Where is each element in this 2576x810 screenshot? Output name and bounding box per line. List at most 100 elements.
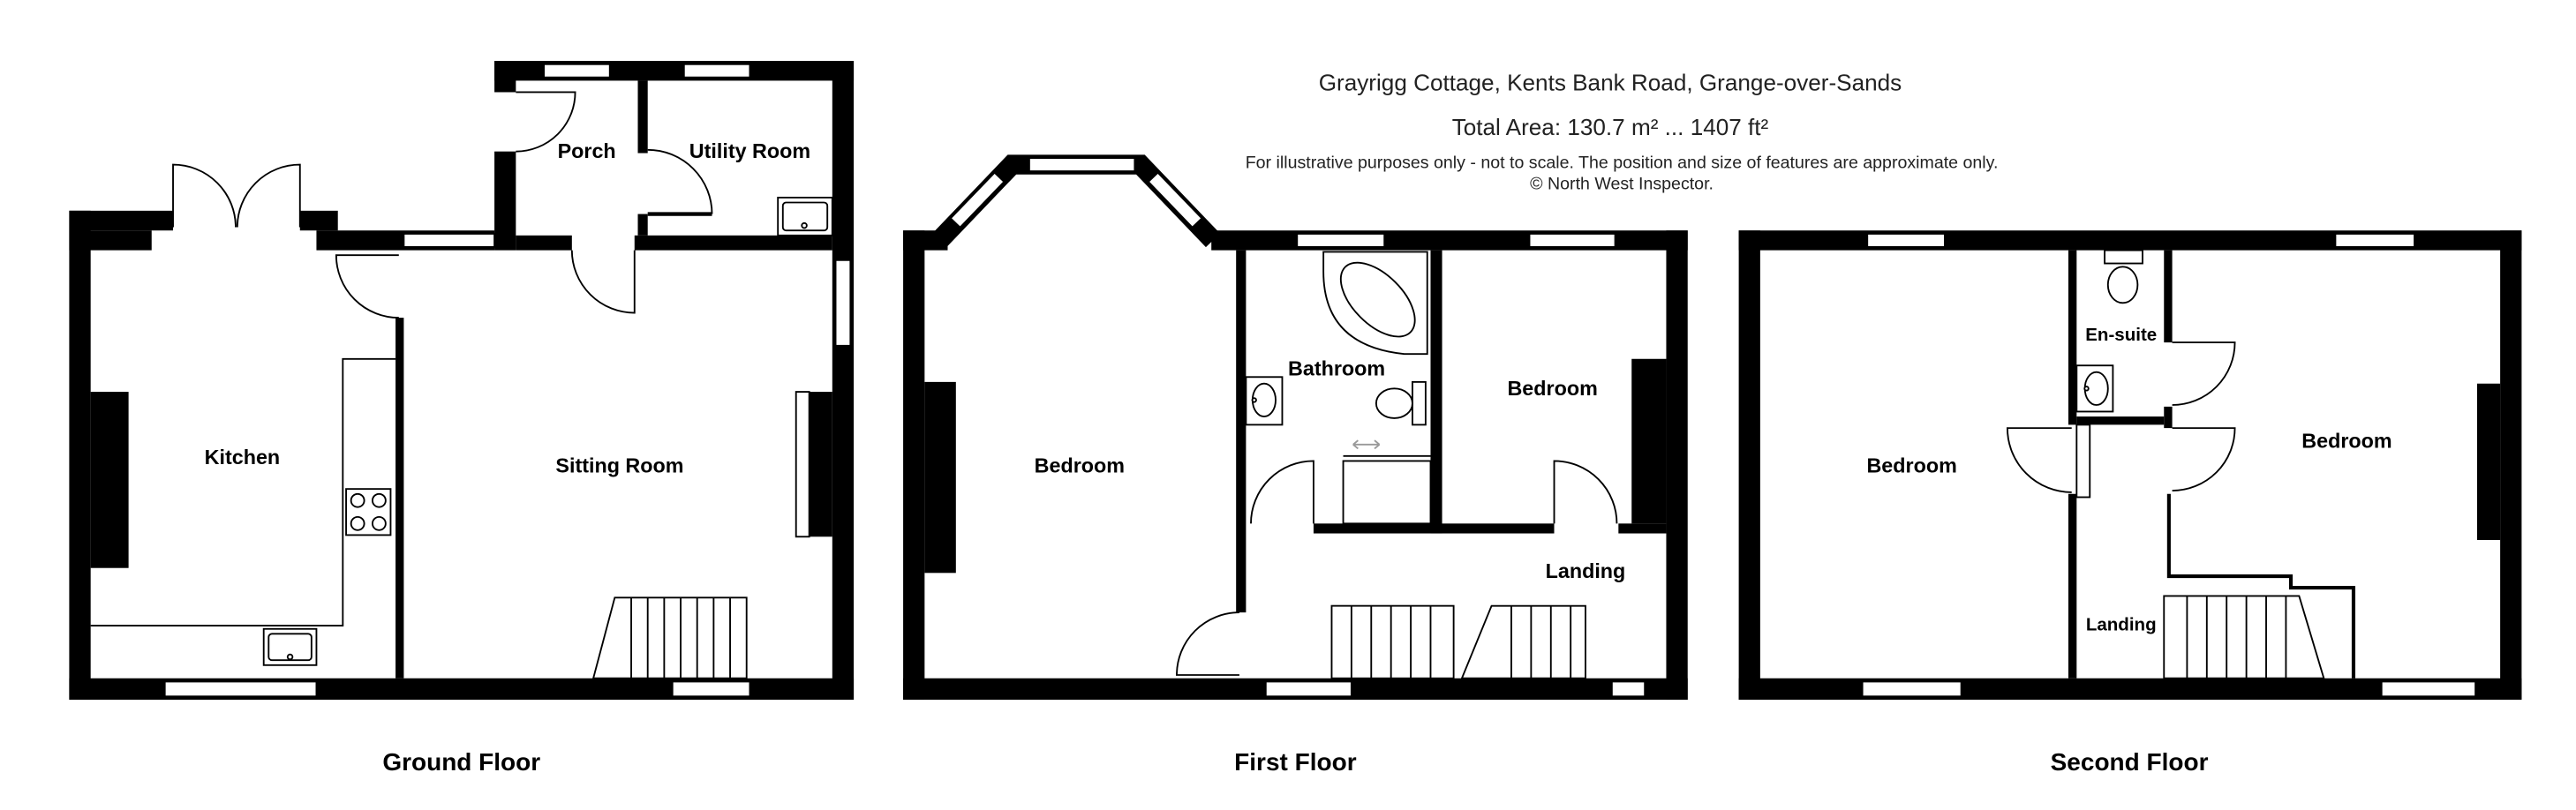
en-suite-east-wall-upper: [2164, 250, 2173, 343]
second-right-wall: [2500, 230, 2522, 700]
first-floor-doors: [1176, 460, 1618, 676]
floor-title-ground: Ground Floor: [382, 748, 540, 776]
room-label-first-bedroom-west: Bedroom: [1035, 454, 1125, 477]
second-bedroom-east-top-window: [2334, 233, 2415, 248]
bathroom-window: [1296, 233, 1386, 248]
first-floor-plan: Bedroom Bathroom Bedroom Landing First F…: [903, 154, 1688, 776]
first-left-wall: [903, 230, 925, 700]
first-floor-windows: [952, 159, 1646, 698]
ground-floor-labels: Kitchen Sitting Room Porch Utility Room …: [205, 139, 810, 776]
kitchen-bottom-window: [163, 680, 318, 698]
bay-window-right: [1149, 173, 1201, 227]
room-label-utility-room: Utility Room: [689, 139, 810, 162]
bay-window-left: [952, 173, 1004, 227]
porch-left-wall-lower: [494, 151, 516, 251]
plan-header: Grayrigg Cottage, Kents Bank Road, Grang…: [1246, 70, 1999, 194]
landing-small-window: [1610, 680, 1646, 698]
ground-floor-plan: Kitchen Sitting Room Porch Utility Room …: [69, 61, 855, 776]
second-floor-staircase: [2163, 595, 2325, 679]
porch-utility-partition-lower: [637, 214, 648, 236]
west-bedroom-partition-upper: [2068, 250, 2077, 425]
ground-floor-doors: [172, 91, 713, 319]
west-bedroom-partition-lower: [2068, 493, 2077, 679]
kitchen-left-wall: [69, 210, 91, 700]
first-right-chimney-breast: [1631, 358, 1667, 524]
en-suite-door: [2172, 341, 2236, 406]
second-floor-doors: [2006, 341, 2236, 499]
room-label-kitchen: Kitchen: [205, 446, 281, 469]
bedroom-bathroom-partition: [1236, 250, 1247, 613]
second-floor-labels: Bedroom En-suite Bedroom Landing Second …: [1866, 325, 2391, 776]
floor-title-second: Second Floor: [2051, 748, 2209, 776]
second-floor-plan: Bedroom En-suite Bedroom Landing Second …: [1738, 230, 2522, 776]
second-bedroom-west-door: [2006, 427, 2072, 493]
utility-sink-icon: [777, 196, 833, 236]
kitchen-top-wall-right: [299, 210, 338, 231]
porch-utility-partition: [637, 80, 648, 154]
en-suite-bottom-wall: [2076, 416, 2165, 425]
first-floor-fixtures: [1245, 251, 1586, 679]
room-label-en-suite: En-suite: [2085, 325, 2157, 345]
total-area: Total Area: 130.7 m² ... 1407 ft²: [1452, 114, 1769, 140]
sitting-room-chimney-breast: [807, 392, 832, 537]
french-door-left: [172, 163, 237, 228]
porch-to-sitting-door: [570, 250, 636, 314]
first-bedroom-west-door: [1176, 611, 1239, 676]
bathroom-toilet-icon: [1375, 380, 1427, 426]
bathroom-bedroom-partition: [1430, 250, 1442, 534]
kitchen-top-window: [403, 233, 496, 248]
ground-floor-fixtures: [90, 196, 833, 679]
landing-window: [1264, 680, 1352, 698]
bathroom-door: [1250, 460, 1314, 524]
landing-top-wall-right: [1618, 523, 1667, 534]
first-bedroom-east-window: [1528, 233, 1616, 248]
room-label-bathroom: Bathroom: [1288, 356, 1385, 379]
second-bedroom-east-bottom-window: [2380, 680, 2477, 698]
floor-title-first: First Floor: [1234, 748, 1357, 776]
landing-stair-enclosure: [2166, 493, 2356, 679]
room-label-first-landing: Landing: [1546, 559, 1626, 582]
kitchen-top-wall-left-step: [69, 230, 152, 251]
first-floor-labels: Bedroom Bathroom Bedroom Landing First F…: [1035, 356, 1626, 776]
corner-bath-icon: [1322, 251, 1428, 356]
sitting-room-bottom-window: [671, 680, 751, 698]
kitchen-top-wall-left: [69, 210, 174, 231]
ground-floor-staircase: [591, 596, 748, 679]
hob-icon: [345, 488, 392, 536]
porch-left-wall-upper: [494, 61, 516, 93]
kitchen-worktop: [90, 357, 396, 626]
porch-window: [543, 63, 611, 79]
shower-direction-arrow-icon: [1352, 439, 1381, 450]
first-floor-staircase-lower: [1330, 604, 1455, 679]
room-label-second-bedroom-west: Bedroom: [1866, 454, 1956, 477]
room-label-porch: Porch: [558, 139, 616, 162]
room-label-first-bedroom-east: Bedroom: [1507, 377, 1597, 400]
ground-right-wall: [832, 61, 855, 700]
room-label-second-bedroom-east: Bedroom: [2301, 430, 2391, 453]
second-floor-fixtures: [2075, 249, 2325, 679]
room-label-second-landing: Landing: [2086, 615, 2157, 635]
second-left-wall: [1738, 230, 1760, 700]
landing-top-wall: [1313, 523, 1555, 534]
sitting-room-side-window: [834, 259, 852, 347]
disclaimer-text: For illustrative purposes only - not to …: [1246, 153, 1999, 172]
sitting-room-hearth: [795, 391, 810, 538]
first-bedroom-chimney-breast: [924, 381, 956, 574]
kitchen-to-sitting-door: [335, 254, 399, 319]
kitchen-chimney-breast: [90, 392, 129, 568]
utility-door-swing: [647, 148, 713, 214]
second-bedroom-east-door: [2172, 427, 2236, 491]
ground-floor-windows: [163, 63, 852, 698]
property-address: Grayrigg Cottage, Kents Bank Road, Grang…: [1319, 70, 1902, 96]
first-bedroom-east-door: [1553, 460, 1618, 524]
second-bedroom-west-top-window: [1866, 233, 1946, 248]
shower-tray-icon: [1342, 454, 1432, 525]
en-suite-toilet-icon: [2104, 249, 2143, 304]
first-right-wall: [1666, 230, 1688, 700]
en-suite-east-wall-lower: [2164, 406, 2173, 429]
first-floor-staircase-upper: [1460, 604, 1586, 679]
room-label-sitting-room: Sitting Room: [555, 454, 683, 477]
second-right-chimney-breast: [2476, 383, 2501, 540]
porch-front-door: [516, 91, 576, 153]
